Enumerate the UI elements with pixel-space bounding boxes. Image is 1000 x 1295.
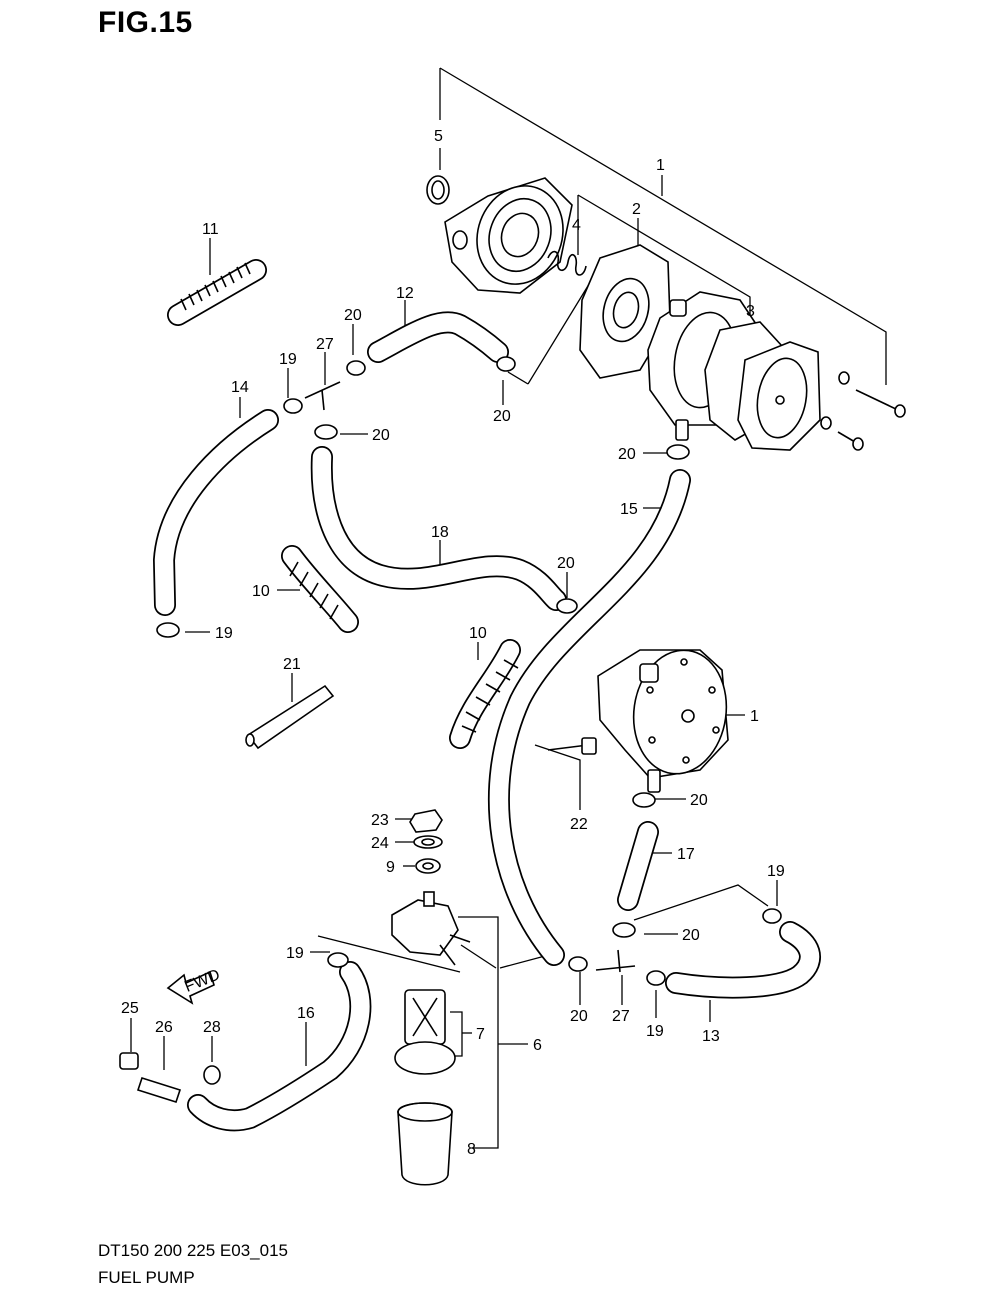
callout-7: 7 [476, 1026, 485, 1043]
hoses [152, 259, 821, 1132]
callout-8: 8 [467, 1141, 476, 1158]
callout-26: 26 [155, 1019, 173, 1036]
callout-17: 17 [677, 846, 695, 863]
callout-20: 20 [618, 446, 636, 463]
callout-19: 19 [767, 863, 785, 880]
callout-5: 5 [434, 128, 443, 145]
callout-23: 23 [371, 812, 389, 829]
callout-20: 20 [570, 1008, 588, 1025]
callout-27: 27 [316, 336, 334, 353]
callout-19: 19 [646, 1023, 664, 1040]
callout-13: 13 [702, 1028, 720, 1045]
callout-20: 20 [557, 555, 575, 572]
model-code: DT150 200 225 E03_015 [98, 1241, 288, 1260]
callout-25: 25 [121, 1000, 139, 1017]
fwd-arrow: FWD [166, 966, 222, 1005]
callout-2: 2 [632, 201, 641, 218]
callout-19: 19 [279, 351, 297, 368]
spring-part-4 [547, 250, 587, 276]
callout-11: 11 [202, 221, 219, 238]
callout-12: 12 [396, 285, 414, 302]
diaphragm-part-2 [579, 244, 671, 379]
callout-27: 27 [612, 1008, 630, 1025]
clips [156, 356, 782, 986]
section-name: FUEL PUMP [98, 1268, 195, 1287]
callout-1: 1 [656, 157, 665, 174]
callout-10: 10 [469, 625, 487, 642]
callout-20: 20 [493, 408, 511, 425]
callout-19: 19 [286, 945, 304, 962]
fuel-pump-assembly [547, 649, 729, 793]
callout-9: 9 [386, 859, 395, 876]
pump-cover-part-5-region [426, 175, 450, 205]
callout-14: 14 [231, 379, 249, 396]
callout-20: 20 [372, 427, 390, 444]
fittings [119, 381, 636, 1186]
callout-16: 16 [297, 1005, 315, 1022]
callout-4: 4 [572, 217, 581, 234]
callout-19: 19 [215, 625, 233, 642]
callout-21: 21 [283, 656, 301, 673]
callout-1: 1 [750, 708, 759, 725]
callout-22: 22 [570, 816, 588, 833]
callout-3: 3 [746, 303, 755, 320]
o-ring-part-5 [426, 175, 450, 205]
callout-6: 6 [533, 1037, 542, 1054]
callout-15: 15 [620, 501, 638, 518]
screws-and-washers [820, 371, 906, 451]
callout-18: 18 [431, 524, 449, 541]
fwd-label: FWD [182, 966, 222, 995]
callout-20: 20 [682, 927, 700, 944]
hose-part-11 [167, 259, 267, 326]
pump-end-cover [737, 341, 821, 451]
callout-20: 20 [344, 307, 362, 324]
callout-24: 24 [371, 835, 389, 852]
callout-10: 10 [252, 583, 270, 600]
pump-housing-cover [444, 177, 573, 294]
callout-28: 28 [203, 1019, 221, 1036]
callout-20: 20 [690, 792, 708, 809]
callout-numbers: 5 1 2 4 3 11 12 20 27 19 14 20 20 20 15 … [121, 128, 785, 1158]
figure-title: FIG.15 [98, 6, 193, 39]
